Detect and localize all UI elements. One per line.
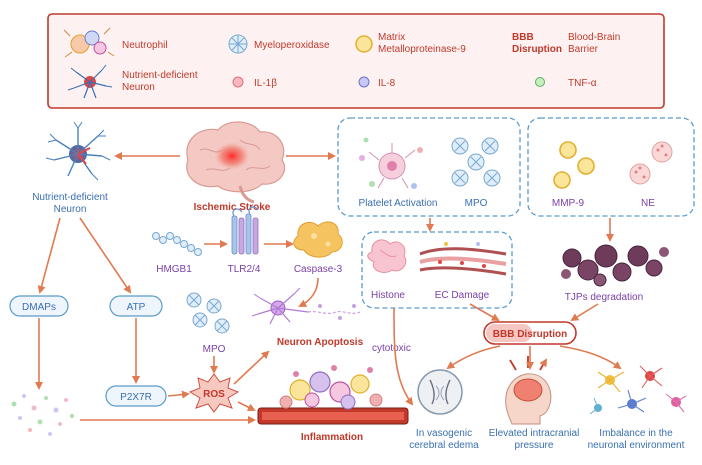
- icp-label-2: pressure: [515, 440, 554, 451]
- nutrient-neuron-label-2: Neuron: [54, 204, 87, 215]
- nutrient-neuron-label-1: Nutrient-deficient: [32, 192, 108, 203]
- platelet-cluster-icon: [359, 137, 423, 189]
- edema-label-1: In vasogenic: [416, 428, 472, 439]
- legend-il1b-label: IL-1β: [254, 78, 277, 89]
- legend-tnfa-label: TNF-α: [568, 78, 597, 89]
- tjps-icon: [561, 244, 669, 287]
- head-pressure-icon: [505, 356, 551, 425]
- neuron-network-icon: [589, 365, 687, 415]
- mpo-cluster-icon: [451, 137, 501, 187]
- arrow-ros-to-apoptosis: [233, 350, 270, 385]
- edema-brain-icon: [417, 369, 463, 415]
- dmaps-node: DMAPs: [9, 295, 69, 317]
- caspase3-label: Caspase-3: [294, 264, 343, 275]
- mmp9-icon: [355, 35, 373, 53]
- legend: Neutrophil Nutrient-deficient Neuron Mye…: [47, 13, 665, 109]
- mpo-top-label: MPO: [465, 198, 488, 209]
- arrow-bbb-to-imbalance: [559, 345, 622, 370]
- legend-il8-label: IL-8: [378, 78, 396, 89]
- ne-label: NE: [641, 198, 655, 209]
- legend-neutrophil-label: Neutrophil: [122, 40, 168, 51]
- ischemic-stroke-label: Ischemic Stroke: [194, 202, 271, 213]
- caspase3-icon: [293, 221, 343, 258]
- arrow-histone-to-inflammation: [393, 307, 414, 406]
- legend-frame: [47, 13, 665, 109]
- apoptotic-neuron-icon: [251, 287, 361, 325]
- tnfa-icon: [535, 77, 545, 87]
- arrow-p2x7r-to-ros: [167, 390, 190, 399]
- legend-mmp9-label-2: Metalloproteinase-9: [378, 44, 466, 55]
- tlr-receptor-icon: [231, 206, 259, 255]
- legend-nutrient-neuron-label-2: Neuron: [122, 82, 155, 93]
- bbb-disruption-label: BBB Disruption: [493, 329, 567, 340]
- legend-mpo-label: Myeloperoxidase: [254, 40, 330, 51]
- ros-burst-icon: ROS: [188, 373, 240, 413]
- neutrophil-icon: [63, 27, 115, 58]
- arrow-ec-to-bbb: [469, 303, 500, 321]
- legend-bbb-desc-1: Blood-Brain: [568, 32, 620, 43]
- legend-bbb-label-1: BBB: [512, 32, 534, 43]
- mmp9-cluster-icon: [553, 141, 595, 189]
- mmp9-label: MMP-9: [552, 198, 585, 209]
- dmaps-label: DMAPs: [22, 302, 56, 313]
- bbb-disruption-node: BBB Disruption: [483, 321, 577, 345]
- inflammation-label: Inflammation: [301, 432, 363, 443]
- myeloperoxidase-icon: [228, 34, 248, 54]
- atp-node: ATP: [109, 295, 163, 317]
- histone-label: Histone: [371, 290, 405, 301]
- platelet-mpo-box: [337, 117, 521, 217]
- arrow-neuron-to-dmaps: [37, 217, 61, 294]
- brain-icon: [186, 121, 286, 204]
- platelet-activation-label: Platelet Activation: [359, 198, 438, 209]
- ec-damage-label: EC Damage: [435, 290, 490, 301]
- imbalance-label-2: neuronal environment: [588, 440, 685, 451]
- hmgb1-label: HMGB1: [156, 264, 192, 275]
- histone-ec-box: [361, 231, 513, 309]
- icp-label-1: Elevated intracranial: [489, 428, 580, 439]
- nutrient-neuron-icon: [67, 64, 113, 99]
- cytotoxic-label: cytotoxic: [372, 343, 411, 354]
- ec-damage-icon: [419, 242, 507, 276]
- ros-label: ROS: [203, 389, 225, 400]
- inflammation-icon: [257, 365, 409, 425]
- tjps-label: TJPs degradation: [565, 292, 643, 303]
- atp-label: ATP: [127, 302, 146, 313]
- damps-particles: [11, 394, 74, 436]
- hmgb1-icon: [152, 232, 202, 256]
- legend-bbb-label-2: Disruption: [512, 44, 562, 55]
- legend-bbb-desc-2: Barrier: [568, 44, 599, 55]
- mmp9-ne-box: [527, 117, 695, 217]
- arrow-caspase-to-apoptosis: [298, 277, 319, 307]
- edema-label-2: cerebral edema: [409, 440, 479, 451]
- arrow-bbb-to-edema: [446, 345, 501, 370]
- arrows: [35, 152, 622, 424]
- p2x7r-node: P2X7R: [105, 385, 167, 407]
- arrow-tjps-to-bbb: [570, 303, 599, 322]
- tlr-label: TLR2/4: [228, 264, 261, 275]
- arrow-ros-to-inflammation: [237, 401, 256, 411]
- histone-icon: [367, 239, 407, 273]
- neuron-icon: [45, 121, 111, 181]
- ne-cluster-icon: [629, 141, 673, 185]
- mpo-mid-label: MPO: [203, 344, 226, 355]
- neuron-apoptosis-label: Neuron Apoptosis: [277, 337, 364, 348]
- mpo-mid-icon: [186, 292, 230, 334]
- arrow-neuron-to-atp: [79, 217, 132, 294]
- imbalance-label-1: Imbalance in the: [599, 428, 673, 439]
- il8-icon: [358, 76, 370, 88]
- p2x7r-label: P2X7R: [120, 392, 152, 403]
- legend-mmp9-label-1: Matrix: [378, 32, 405, 43]
- legend-nutrient-neuron-label-1: Nutrient-deficient: [122, 70, 198, 81]
- il1b-icon: [232, 76, 244, 88]
